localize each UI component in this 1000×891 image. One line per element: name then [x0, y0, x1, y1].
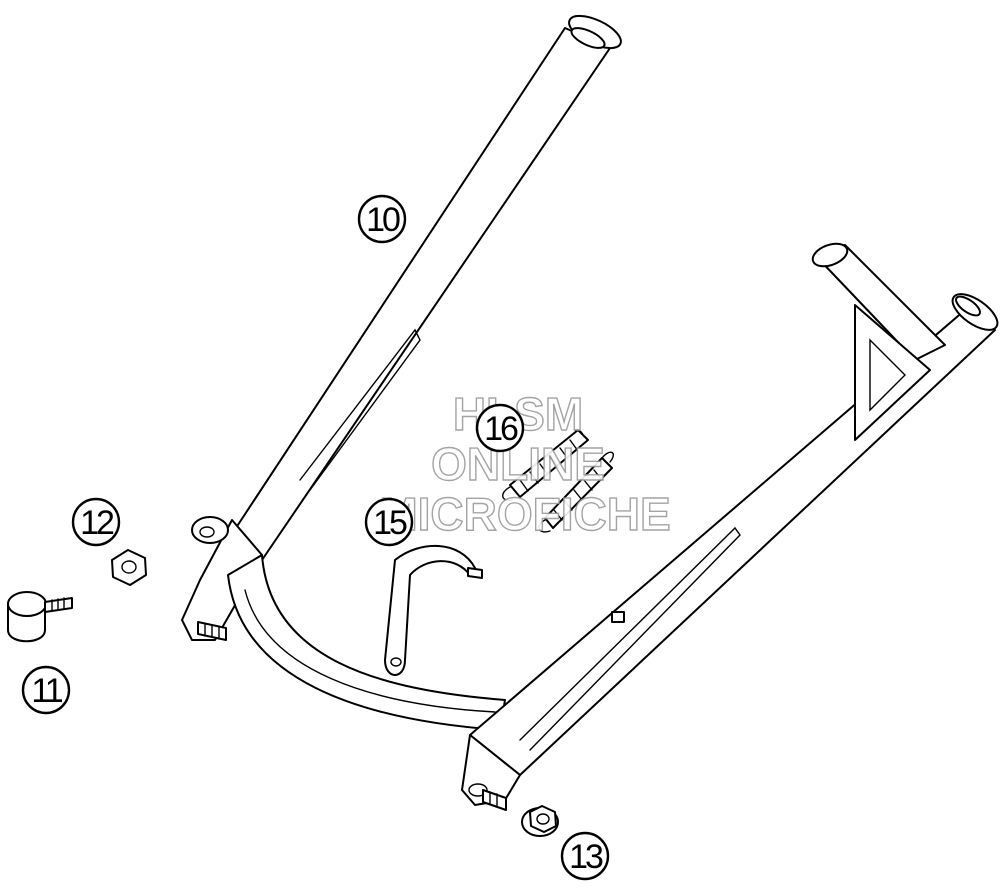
callout-12[interactable]: 12 [71, 497, 121, 547]
callout-11-label: 11 [31, 672, 62, 710]
callout-15[interactable]: 15 [364, 497, 414, 547]
spring-hook-part[interactable] [384, 544, 483, 676]
callout-10-label: 10 [366, 201, 400, 239]
watermark-line-3: MICROFICHE [379, 488, 670, 540]
callout-11[interactable]: 11 [21, 665, 71, 715]
hex-nut-part[interactable] [111, 549, 147, 586]
callout-10[interactable]: 10 [357, 194, 407, 244]
watermark-line-2: ONLINE [431, 438, 605, 490]
callout-13[interactable]: 13 [560, 831, 610, 881]
watermark-line-1: HLSM [453, 388, 583, 440]
flange-nut-part[interactable] [521, 805, 559, 837]
callout-16-label: 16 [484, 410, 518, 448]
return-springs-part[interactable] [502, 429, 614, 533]
callout-12-label: 12 [80, 504, 114, 542]
watermark: HLSM ONLINE MICROFICHE [379, 387, 672, 540]
callout-13-label: 13 [569, 838, 603, 876]
callout-15-label: 15 [373, 504, 407, 542]
main-stand-part[interactable] [181, 9, 1000, 811]
rubber-bumper-part[interactable] [7, 591, 73, 643]
callout-16[interactable]: 16 [475, 403, 525, 453]
